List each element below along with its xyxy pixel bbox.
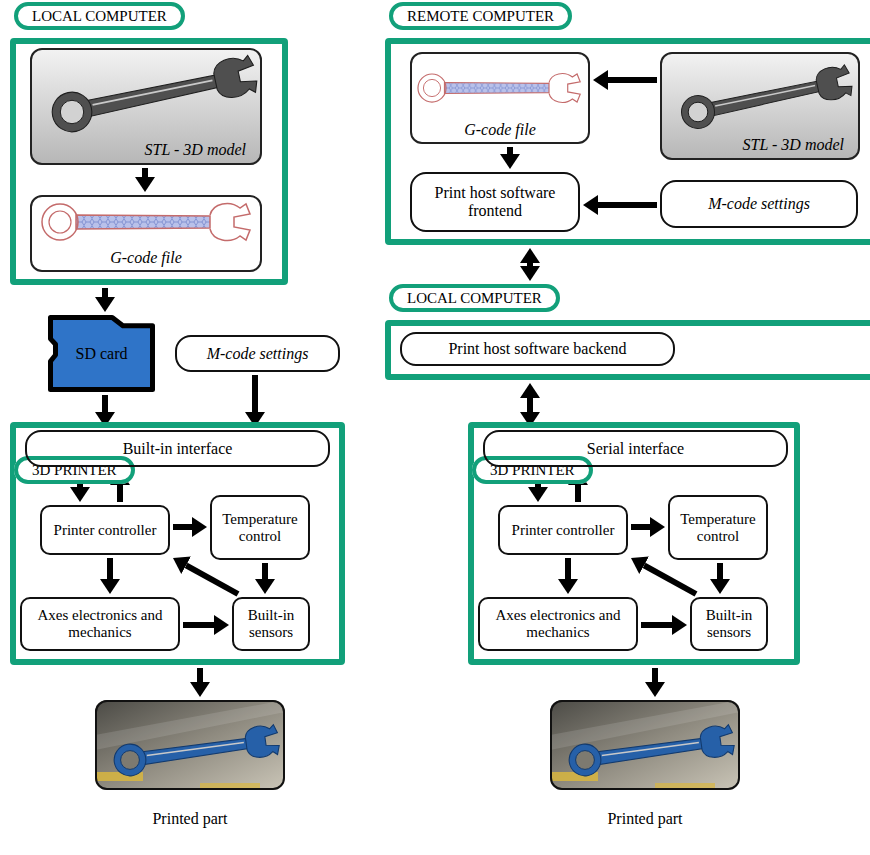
system-panel: 3D PRINTERSerial interfacePrinter contro…: [468, 422, 800, 665]
flow-arrow: [527, 263, 533, 266]
flow-arrow: [717, 563, 723, 579]
gcode-toolpath: [418, 74, 580, 103]
box-label: G-code file: [412, 121, 588, 139]
flow-arrow: [142, 168, 148, 177]
wrench-hole: [60, 100, 83, 123]
rounded-box: Print host software backend: [400, 332, 675, 366]
box-label: M-code settings: [708, 195, 810, 213]
flow-arrow: [652, 668, 658, 682]
panel-label: LOCAL COMPUTER: [14, 2, 185, 30]
system-panel: LOCAL COMPUTERPrint host software backen…: [385, 320, 870, 380]
panel-label: REMOTE COMPUTER: [389, 2, 572, 30]
flow-arrow: [107, 558, 113, 579]
box-label: Temperature control: [220, 511, 300, 545]
box-label: Print host software frontend: [420, 184, 570, 220]
flow-arrow: [575, 485, 581, 502]
model-box: STL - 3D model: [30, 48, 262, 165]
flow-arrow: [183, 622, 214, 628]
box-label: Built-in interface: [123, 440, 233, 458]
process-box: Axes electronics and mechanics: [20, 597, 180, 651]
rounded-box: Built-in interface: [25, 430, 330, 467]
box-label: Axes electronics and mechanics: [488, 607, 628, 641]
panel-label: 3D PRINTER: [14, 456, 135, 484]
wrench-hole: [121, 751, 140, 770]
panel-label: LOCAL COMPUTER: [389, 284, 560, 312]
box-label: Built-in sensors: [700, 607, 758, 641]
photo-background: [95, 700, 285, 790]
photo-caption: Printed part: [77, 810, 303, 828]
photo-background: [550, 700, 740, 790]
flow-arrow: [598, 202, 657, 208]
box-label: G-code file: [32, 249, 260, 267]
flow-arrow: [102, 395, 108, 412]
flow-arrow: [527, 398, 533, 412]
process-box: Temperature control: [668, 495, 768, 560]
flow-arrow: [173, 524, 192, 530]
flow-arrow: [565, 558, 571, 579]
gcode-box: G-code file: [410, 52, 590, 144]
box-label: Serial interface: [587, 440, 684, 458]
flow-arrow: [644, 565, 696, 594]
process-box: Built-in sensors: [690, 597, 768, 651]
process-box: Printer controller: [40, 505, 170, 555]
system-panel: REMOTE COMPUTERG-code fileSTL - 3D model…: [385, 38, 870, 245]
sd-card: SD card: [48, 315, 155, 392]
photo-caption: Printed part: [532, 810, 758, 828]
system-panel: LOCAL COMPUTERSTL - 3D modelG-code file: [10, 38, 288, 285]
model-backdrop: [30, 48, 262, 165]
flow-arrow: [507, 147, 513, 154]
flow-arrow: [262, 563, 268, 579]
wrench-model: [678, 63, 854, 131]
flow-arrow: [186, 565, 238, 594]
photo-box: Printed part: [550, 700, 740, 790]
photo-box: Printed part: [95, 700, 285, 790]
printed-wrench: [567, 723, 735, 777]
wrench-model: [49, 54, 260, 136]
card-shape: [51, 318, 153, 390]
box-label: Temperature control: [678, 511, 758, 545]
process-box: Built-in sensors: [232, 597, 310, 651]
flow-arrow: [608, 77, 657, 83]
model-box: STL - 3D model: [660, 52, 860, 160]
flow-arrow: [252, 375, 258, 412]
rounded-box: M-code settings: [175, 335, 340, 372]
model-backdrop: [660, 52, 860, 160]
box-label: Axes electronics and mechanics: [30, 607, 170, 641]
gcode-box: G-code file: [30, 195, 262, 272]
box-label: Print host software backend: [448, 340, 626, 358]
wrench-hole: [688, 102, 708, 122]
process-box: Temperature control: [210, 495, 310, 560]
gcode-toolpath: [42, 204, 250, 241]
flow-arrow: [102, 288, 108, 297]
flow-arrow: [117, 485, 123, 502]
box-label: Printer controller: [512, 522, 615, 539]
flow-arrow: [197, 668, 203, 682]
printed-wrench: [112, 723, 280, 777]
box-label: STL - 3D model: [743, 136, 845, 154]
panel-label: 3D PRINTER: [472, 456, 593, 484]
box-label: M-code settings: [207, 345, 309, 363]
rounded-box: Serial interface: [483, 430, 788, 467]
rounded-box: M-code settings: [660, 180, 858, 228]
flow-arrow: [641, 622, 672, 628]
box-label: Printer controller: [54, 522, 157, 539]
box-label: STL - 3D model: [145, 141, 247, 159]
process-box: Axes electronics and mechanics: [478, 597, 638, 651]
box-label: Built-in sensors: [242, 607, 300, 641]
flow-arrow: [631, 524, 650, 530]
system-panel: 3D PRINTERBuilt-in interfacePrinter cont…: [10, 422, 345, 665]
rounded-box: Print host software frontend: [410, 172, 580, 232]
card-label: SD card: [76, 345, 128, 363]
wrench-hole: [576, 751, 595, 770]
process-box: Printer controller: [498, 505, 628, 555]
